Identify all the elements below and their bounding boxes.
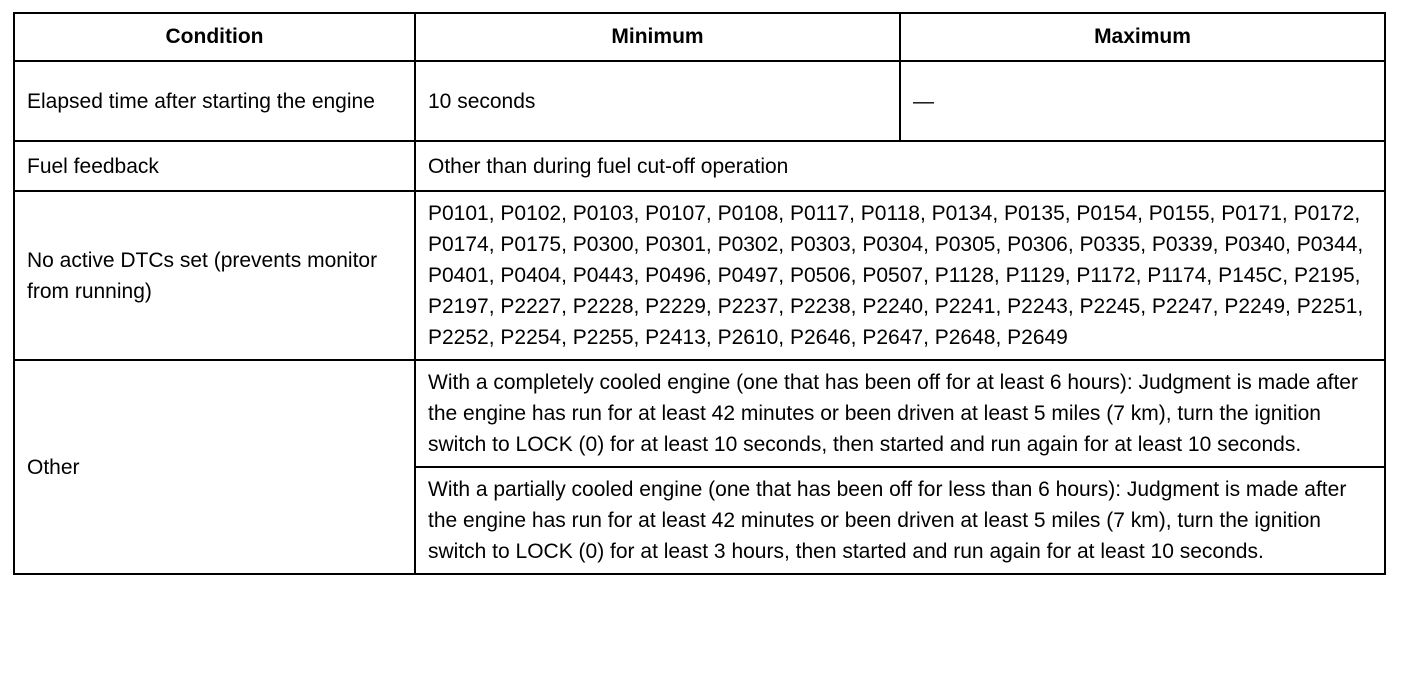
conditions-table: Condition Minimum Maximum Elapsed time a… bbox=[13, 12, 1386, 575]
dtc-list-cell: P0101, P0102, P0103, P0107, P0108, P0117… bbox=[414, 190, 1386, 361]
value-cell-partially-cooled-engine: With a partially cooled engine (one that… bbox=[414, 466, 1386, 575]
condition-cell: No active DTCs set (prevents monitor fro… bbox=[13, 190, 416, 361]
table-row-other-partial: With a partially cooled engine (one that… bbox=[14, 466, 1386, 575]
minimum-cell: 10 seconds bbox=[414, 60, 901, 142]
table-row-no-active-dtcs: No active DTCs set (prevents monitor fro… bbox=[13, 190, 1386, 361]
condition-cell: Fuel feedback bbox=[13, 140, 416, 192]
maximum-cell: — bbox=[899, 60, 1386, 142]
table-row-elapsed-time: Elapsed time after starting the engine 1… bbox=[13, 60, 1386, 142]
header-minimum: Minimum bbox=[414, 12, 901, 62]
condition-cell: Elapsed time after starting the engine bbox=[13, 60, 416, 142]
header-maximum: Maximum bbox=[899, 12, 1386, 62]
value-cell-cooled-engine: With a completely cooled engine (one tha… bbox=[414, 359, 1386, 468]
table-row-other-cooled: Other With a completely cooled engine (o… bbox=[13, 359, 1386, 575]
table-row-fuel-feedback: Fuel feedback Other than during fuel cut… bbox=[13, 140, 1386, 192]
header-condition: Condition bbox=[13, 12, 416, 62]
value-cell: Other than during fuel cut-off operation bbox=[414, 140, 1386, 192]
header-row: Condition Minimum Maximum bbox=[13, 12, 1386, 62]
condition-cell: Other bbox=[13, 359, 416, 575]
